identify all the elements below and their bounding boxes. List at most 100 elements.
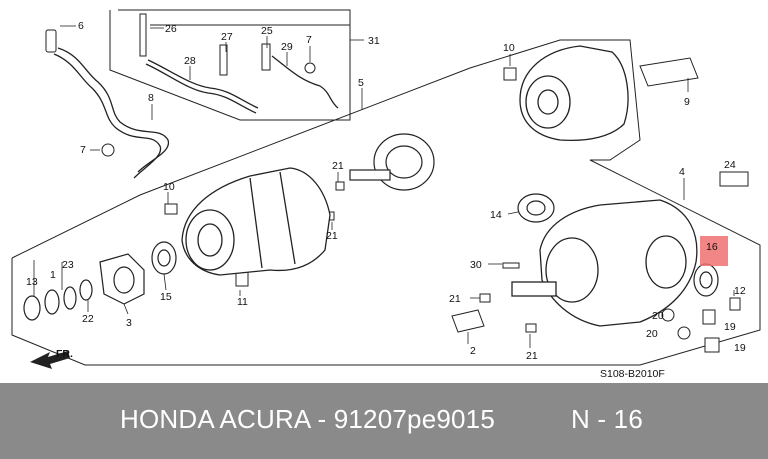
leader-3 [123,303,129,315]
callout-21-d: 21 [526,350,538,362]
callout-19-lower: 19 [734,342,746,354]
fitting-27 [219,44,228,76]
group-outlines [11,9,761,366]
callout-11: 11 [237,296,248,308]
main-differential-shaft [511,281,557,297]
callout-14: 14 [490,209,502,221]
pipe-28 [147,59,259,109]
callout-labels: 6 26 27 25 7 31 28 29 5 10 8 7 9 21 10 2… [26,20,746,380]
main-differential-side-bore [645,235,687,289]
washer-20-upper [661,308,675,322]
seal-16-inner [699,271,713,289]
pinion-gear-hub [385,145,423,179]
caption-part-text: HONDA ACURA - 91207pe9015 [120,404,495,434]
ring-23 [63,286,77,310]
breather-hose-lower [53,53,162,179]
leader-15 [163,273,167,291]
leader-lines [33,25,735,348]
hose-drawings [53,47,339,179]
front-arrow-shape [30,351,70,369]
washer-20-lower [677,326,691,340]
callout-9: 9 [684,96,690,108]
pin-21-a [335,181,345,191]
pin-21-c [479,293,491,303]
bracket-2 [451,309,485,333]
leader-14 [507,211,519,215]
callout-27: 27 [221,31,233,43]
callout-31: 31 [368,35,380,47]
callout-21-b: 21 [326,230,338,242]
callout-13: 13 [26,276,38,288]
main-differential [511,199,698,327]
bolt-10-upper [503,67,517,81]
callout-2: 2 [470,345,476,357]
pipe-29 [271,55,339,109]
callout-10-upper: 10 [503,42,515,54]
housing-5-rib-b [279,171,296,265]
bolt-19-lower [704,337,720,353]
ring-22 [79,279,93,301]
plate-9 [639,57,699,87]
callout-29: 29 [281,41,293,53]
callout-1: 1 [50,269,56,281]
flange-3 [99,253,145,305]
callout-20-lower: 20 [646,328,658,340]
upper-carrier-bore-inner [537,89,559,115]
exploded-parts-diagram: FR. 6 26 27 25 7 31 28 29 5 10 8 7 9 21 … [11,9,761,380]
caption-bar: HONDA ACURA - 91207pe9015 N - 16 [0,383,768,459]
callout-26: 26 [165,23,177,35]
clamp-7-lower [101,143,115,157]
breather-hose-upper [57,47,169,173]
callout-21-c: 21 [449,293,461,305]
main-differential-bore [545,237,599,303]
callout-4: 4 [679,166,685,178]
nut-13 [23,295,41,321]
callout-15: 15 [160,291,172,303]
fitting-26 [139,13,147,57]
callout-12: 12 [734,285,746,297]
clamp-7-upper [304,62,316,74]
pin-30 [502,262,520,269]
callout-20-upper: 20 [652,310,664,322]
seal-14-inner [526,200,546,216]
outline-diff-housing-group [11,39,761,366]
callout-3: 3 [126,317,132,329]
flange-3-bore [113,266,135,294]
callout-7-upper: 7 [306,34,312,46]
pinion-shaft [349,169,391,181]
callout-28: 28 [184,55,196,67]
front-arrow: FR. [30,348,73,369]
callout-10-lower: 10 [163,181,175,193]
callout-23: 23 [62,259,74,271]
bolt-11 [235,271,249,287]
front-arrow-label: FR. [56,348,73,360]
parts-diagram-svg: FR. 6 26 27 25 7 31 28 29 5 10 8 7 9 21 … [11,9,761,380]
callout-5: 5 [358,77,364,89]
pipe-28-b [145,63,257,114]
callout-21-a: 21 [332,160,344,172]
upper-carrier [519,45,629,142]
pin-21-d [525,323,537,333]
callout-25: 25 [261,25,273,37]
housing-5 [181,167,331,276]
housing-5-rib-a [249,177,263,269]
pinion-gear [349,133,435,191]
callout-30: 30 [470,259,482,271]
caption-ref-text: N - 16 [571,404,644,434]
washer-1 [44,289,60,315]
callout-6: 6 [78,20,84,32]
callout-16: 16 [706,241,718,253]
seals-and-rings [23,193,719,321]
callout-24: 24 [724,159,736,171]
seal-15-inner [157,249,171,267]
highlight-16-box [700,236,728,266]
bolt-12 [729,297,741,311]
drawing-code: S108-B2010F [600,368,665,380]
housing-5-bore-inner [197,223,223,257]
bolt-10-lower [164,203,178,215]
outline-upper-hose-group [109,9,351,121]
fitting-6 [45,29,57,53]
fitting-25 [261,43,271,71]
callout-8: 8 [148,92,154,104]
